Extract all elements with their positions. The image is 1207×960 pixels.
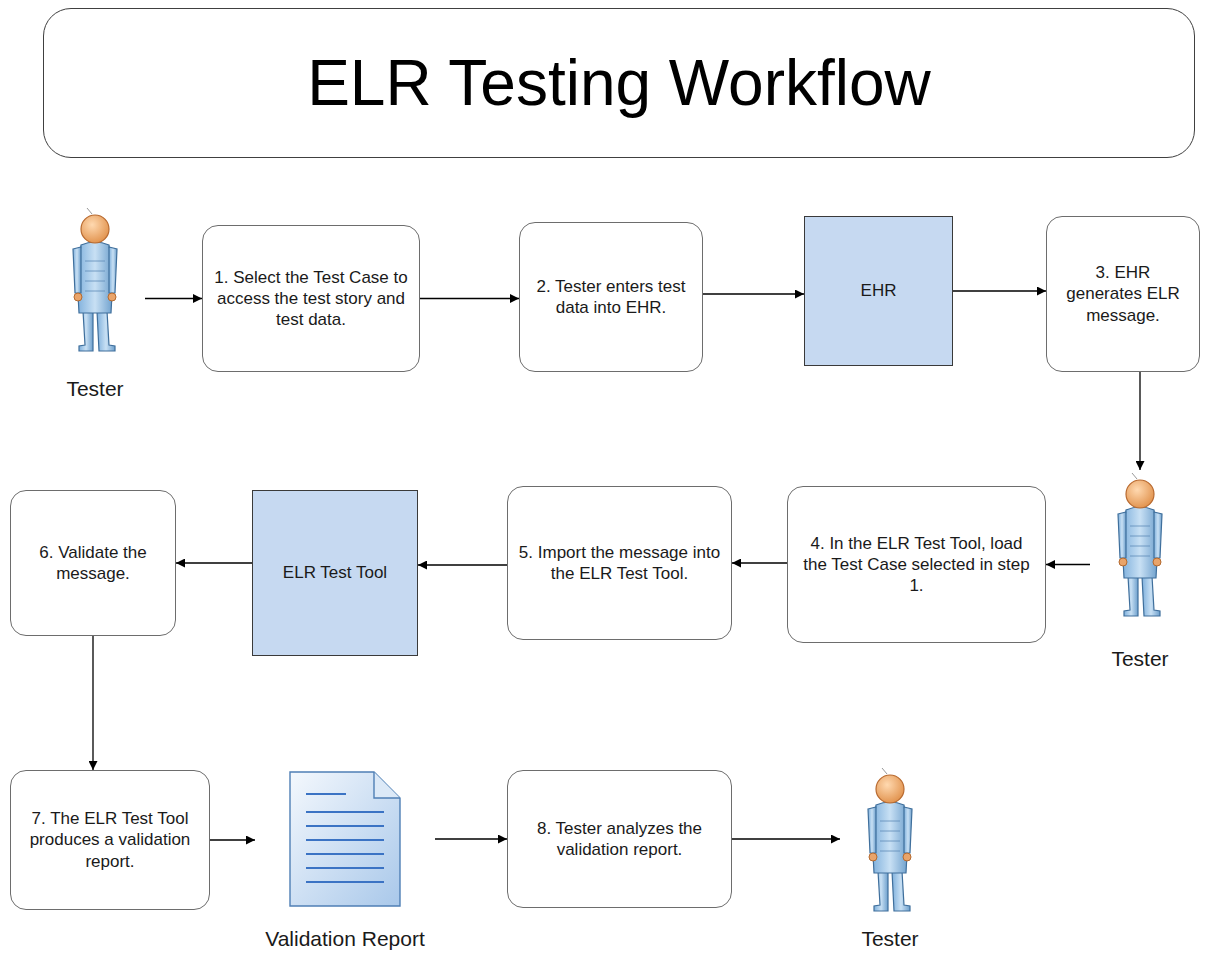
flow-arrow (420, 298, 519, 299)
step-text: EHR (861, 280, 897, 301)
title: ELR Testing Workflow (307, 46, 931, 120)
process-box: 1. Select the Test Case to access the te… (202, 225, 420, 372)
step-text: 4. In the ELR Test Tool, load the Test C… (798, 533, 1035, 597)
step-text: ELR Test Tool (283, 562, 387, 583)
person-icon: Tester (1090, 470, 1190, 675)
title-frame: ELR Testing Workflow (43, 8, 1195, 158)
flow-arrow (210, 839, 255, 840)
figure-label: Tester (820, 927, 960, 951)
process-box: 2. Tester enters test data into EHR. (519, 222, 703, 372)
flow-arrow (953, 290, 1046, 291)
document-icon: Validation Report (255, 770, 435, 955)
person-figure (1110, 470, 1170, 622)
person-figure (65, 205, 125, 357)
flow-arrow (1046, 564, 1090, 565)
flow-arrow (732, 838, 840, 839)
person-icon: Tester (840, 765, 940, 955)
process-box: 8. Tester analyzes the validation report… (507, 770, 732, 908)
system-box: ELR Test Tool (252, 490, 418, 656)
flow-arrow (176, 562, 252, 563)
step-text: 2. Tester enters test data into EHR. (530, 276, 692, 319)
step-text: 7. The ELR Test Tool produces a validati… (21, 808, 199, 872)
step-text: 5. Import the message into the ELR Test … (518, 542, 721, 585)
person-figure (860, 765, 920, 917)
flow-arrow (145, 298, 202, 299)
flow-arrow (703, 293, 804, 294)
figure-label: Validation Report (235, 927, 455, 951)
figure-label: Tester (1070, 647, 1207, 671)
process-box: 6. Validate the message. (10, 490, 176, 636)
step-text: 6. Validate the message. (21, 542, 165, 585)
flow-arrow (435, 838, 507, 839)
system-box: EHR (804, 216, 953, 366)
process-box: 4. In the ELR Test Tool, load the Test C… (787, 486, 1046, 643)
flow-arrow (1139, 372, 1140, 470)
flow-arrow (418, 564, 507, 565)
flow-arrow (92, 636, 93, 770)
flow-arrow (732, 562, 787, 563)
person-icon: Tester (45, 205, 145, 405)
process-box: 5. Import the message into the ELR Test … (507, 486, 732, 640)
process-box: 7. The ELR Test Tool produces a validati… (10, 770, 210, 910)
step-text: 8. Tester analyzes the validation report… (518, 818, 721, 861)
report-page (288, 770, 402, 908)
process-box: 3. EHR generates ELR message. (1046, 216, 1200, 372)
figure-label: Tester (25, 377, 165, 401)
step-text: 1. Select the Test Case to access the te… (213, 267, 409, 331)
step-text: 3. EHR generates ELR message. (1057, 262, 1189, 326)
